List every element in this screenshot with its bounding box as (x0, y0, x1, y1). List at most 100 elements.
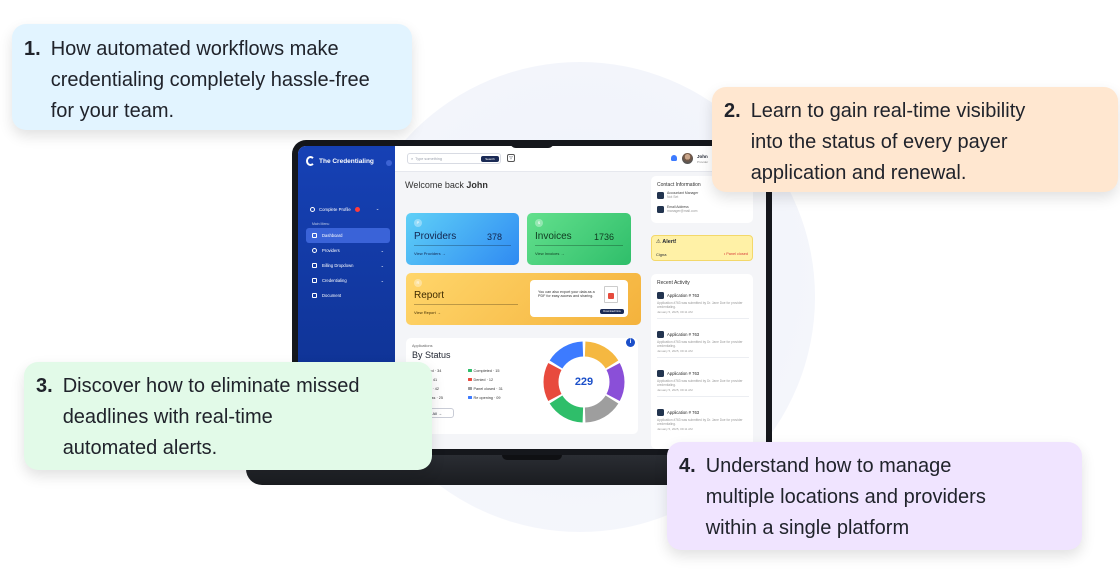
export-box: You can also export your data as a PDF f… (530, 280, 628, 317)
brand-logo-icon (306, 156, 315, 166)
activity-item-title: Application # 763 (667, 371, 700, 376)
notification-bell-icon[interactable] (671, 155, 677, 161)
activity-item-date: January 5, 2025, 09:11 AM (657, 388, 693, 392)
providers-count: 378 (487, 232, 503, 242)
legend-swatch (468, 368, 472, 373)
legend-item: Re opening · 09 (468, 393, 503, 402)
activity-item-desc: Application #763 was submitted by Dr. Ja… (657, 301, 743, 309)
divider (657, 396, 749, 397)
contact-text: Accountant Manager Not Set (667, 191, 698, 199)
application-icon (657, 370, 664, 377)
legend-right: Completed · 15 Denied · 12 Panel closed … (468, 366, 503, 402)
brand[interactable]: The Credentialing (306, 156, 374, 166)
callout-text: Understand how to manage multiple locati… (706, 451, 986, 550)
status-card: Applications By Status Approved · 34 Den… (406, 338, 638, 434)
callout-line: into the status of every payer (750, 131, 1008, 153)
legend-item: Completed · 15 (468, 366, 503, 375)
sidebar-item-credentialing[interactable]: Credentialing ⌄ (306, 273, 390, 288)
callout-4: 4. Understand how to manage multiple loc… (667, 442, 1082, 550)
alert-payer: Cigna (656, 252, 667, 257)
activity-item-date: January 5, 2025, 09:11 AM (657, 349, 693, 353)
providers-card[interactable]: P Providers 378 View Providers → (406, 213, 519, 265)
filter-icon[interactable]: ▽ (507, 154, 515, 162)
callout-line: How automated workflows make (50, 38, 339, 60)
export-text: You can also export your data as a PDF f… (538, 290, 595, 299)
profile-label: Complete Profile (319, 206, 351, 212)
sidebar-item-label: Providers (322, 248, 340, 253)
view-report-link[interactable]: View Report → (414, 310, 441, 315)
legend-label: Denied · 12 (473, 377, 494, 382)
info-icon[interactable]: i (626, 338, 635, 347)
divider (535, 245, 623, 246)
application-icon (657, 409, 664, 416)
activity-item[interactable]: Application # 763 Application #763 was s… (657, 331, 749, 358)
status-donut-chart: 229 (542, 340, 626, 424)
user-role: Provider (697, 160, 709, 164)
callout-line: automated alerts. (62, 437, 218, 459)
activity-item-title: Application # 763 (667, 410, 700, 415)
search-input[interactable]: Type something (415, 156, 442, 161)
report-title: Report (414, 290, 445, 301)
report-card[interactable]: R Report View Report → You can also expo… (406, 273, 641, 325)
callout-line: for your team. (50, 100, 175, 122)
activity-item-title: Application # 763 (667, 332, 700, 337)
view-providers-link[interactable]: View Providers → (414, 251, 446, 256)
contact-label: Email Address (667, 205, 689, 209)
invoices-card[interactable]: $ Invoices 1736 View Invoices → (527, 213, 631, 265)
alert-card[interactable]: ⚠ Alert! Cigna • Panel closed (651, 235, 753, 261)
document-icon (312, 293, 317, 298)
activity-item-desc: Application #763 was submitted by Dr. Ja… (657, 340, 743, 348)
activity-title: Recent Activity (657, 280, 690, 286)
legend-label: Completed · 15 (473, 368, 500, 373)
search-box[interactable]: ⌕ Type something Search (407, 153, 501, 164)
complete-profile[interactable]: Complete Profile ⌄ (310, 206, 379, 212)
search-icon: ⌕ (411, 156, 414, 161)
camera-notch (510, 140, 554, 148)
view-invoices-link[interactable]: View Invoices → (535, 251, 565, 256)
donut-segment (584, 395, 619, 423)
callout-text: Discover how to eliminate missed deadlin… (63, 371, 360, 470)
contact-row-email: Email Address manager@mail.com (657, 205, 697, 213)
sidebar-item-billing[interactable]: Billing Dropdown ⌄ (306, 258, 390, 273)
divider (414, 304, 518, 305)
download-button[interactable]: Download Now (600, 309, 624, 314)
manager-icon (657, 191, 664, 199)
donut-svg (543, 341, 625, 423)
activity-item[interactable]: Application # 763 Application #763 was s… (657, 292, 749, 319)
avatar[interactable] (682, 153, 693, 164)
sidebar-item-label: Billing Dropdown (322, 263, 354, 268)
activity-item-date: January 5, 2025, 09:11 AM (657, 427, 693, 431)
menu-label: Main Menu (312, 222, 330, 226)
activity-item-desc: Application #763 was submitted by Dr. Ja… (657, 418, 743, 426)
callout-text: Learn to gain real-time visibility into … (751, 96, 1026, 192)
callout-3: 3. Discover how to eliminate missed dead… (24, 362, 432, 470)
search-button[interactable]: Search (481, 155, 499, 162)
legend-swatch (468, 377, 472, 382)
activity-item[interactable]: Application # 763 Application #763 was s… (657, 370, 749, 397)
alert-title: ⚠ Alert! (656, 239, 677, 245)
sidebar-item-document[interactable]: Document (306, 288, 390, 303)
user-name: John (697, 154, 708, 159)
callout-2: 2. Learn to gain real-time visibility in… (712, 87, 1118, 192)
legend-swatch (468, 395, 472, 400)
email-icon (657, 205, 664, 213)
pdf-icon (604, 286, 618, 303)
welcome-heading: Welcome back John (405, 180, 488, 190)
sidebar-item-dashboard[interactable]: Dashboard (306, 228, 390, 243)
collapse-sidebar-button[interactable] (386, 160, 392, 166)
callout-number: 3. (36, 375, 53, 397)
application-icon (657, 331, 664, 338)
report-icon: R (414, 279, 422, 287)
sidebar-item-providers[interactable]: Providers ⌄ (306, 243, 390, 258)
activity-item[interactable]: Application # 763 Application #763 was s… (657, 409, 749, 431)
credential-icon (312, 278, 317, 283)
contact-title: Contact Information (657, 182, 701, 188)
callout-line: Discover how to eliminate missed (62, 375, 360, 397)
alert-status: • Panel closed (723, 252, 748, 256)
application-icon (657, 292, 664, 299)
callout-line: deadlines with real-time (62, 406, 273, 428)
activity-item-date: January 5, 2025, 09:11 AM (657, 310, 693, 314)
contact-label: Accountant Manager (667, 191, 699, 195)
sidebar-item-label: Dashboard (322, 233, 343, 238)
callout-number: 2. (724, 100, 741, 122)
